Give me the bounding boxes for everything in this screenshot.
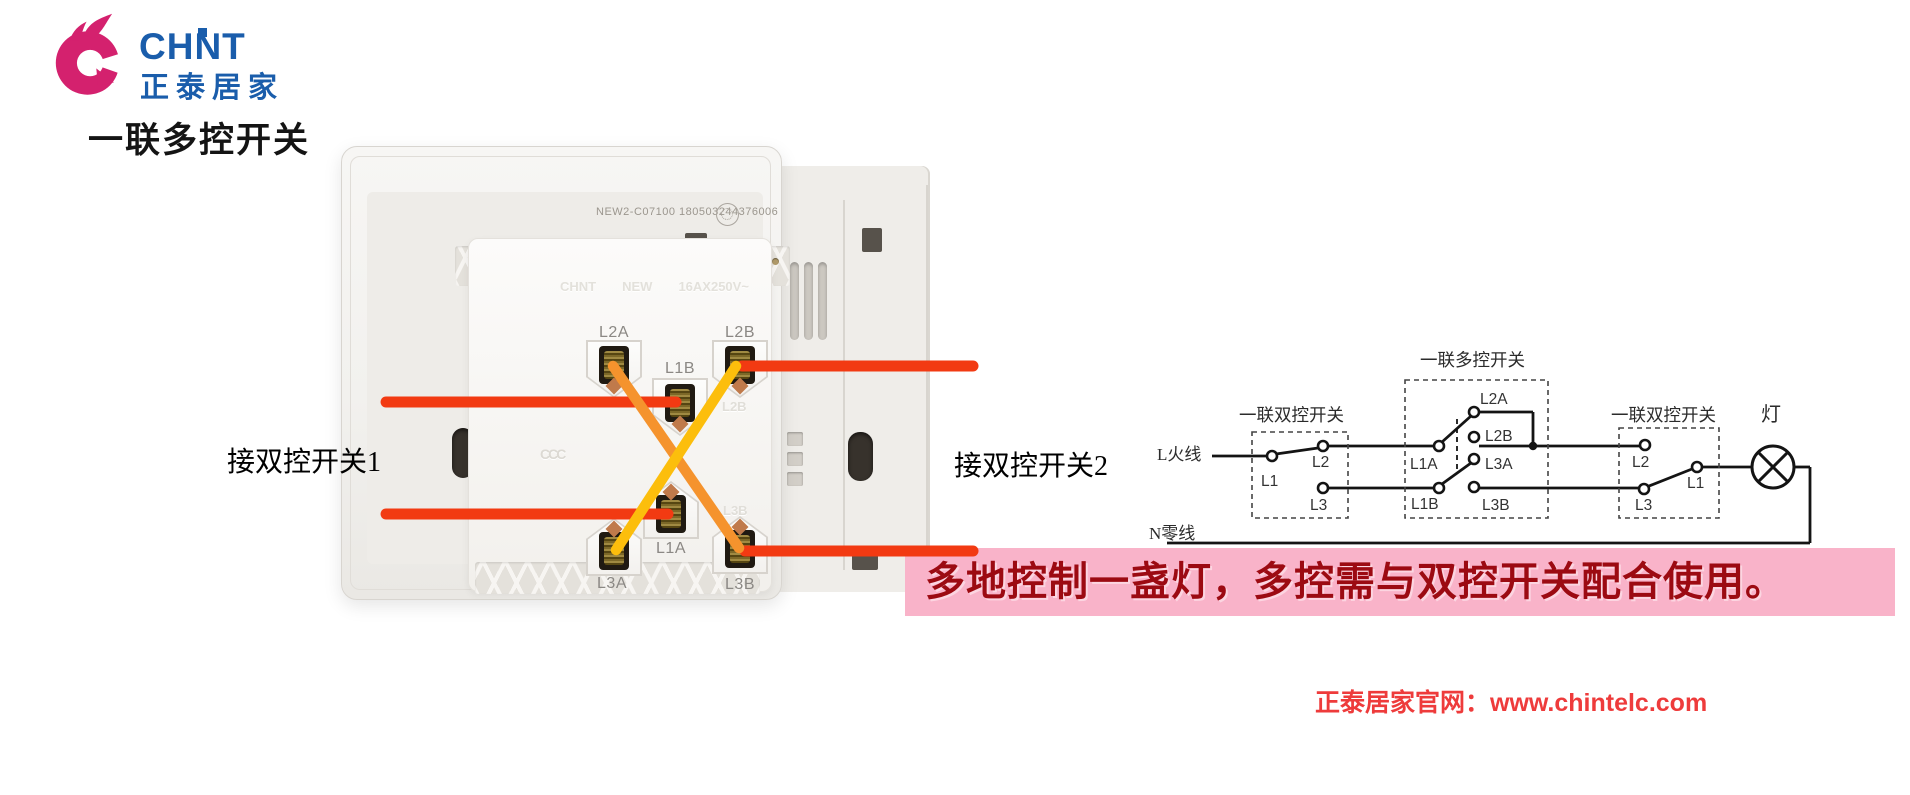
s2-l2-contact [1638,438,1652,452]
terminal-l2b [712,340,768,398]
mounting-bracket-right [770,166,930,592]
terminal-opening [656,495,686,533]
m-l2a-contact [1467,405,1481,419]
s2-l1-contact [1690,460,1704,474]
bracket-seam [843,200,845,570]
emboss-echo-l2b: L2B [722,399,747,414]
terminal-screw [661,500,681,528]
terminal-screw [604,537,624,565]
vent-slot [818,262,827,340]
emboss-brand: CHNT [560,279,597,294]
footer-website: 正泰居家官网：www.chintelc.com [1315,689,1708,717]
terminal-l3b [712,516,768,574]
terminal-opening [599,532,629,570]
emboss-rating-row: CHNT NEW 16AX250V~ [560,279,749,294]
page-title: 一联多控开关 [88,121,311,160]
switch2-title: 一联双控开关 [1611,405,1716,425]
terminal-label-l3b: L3B [725,576,755,593]
terminal-label-l3a: L3A [597,575,627,592]
m-l3a-contact [1467,452,1481,466]
lamp-icon [1750,444,1796,490]
multi-switch-box [1404,379,1549,519]
cutout [787,472,803,486]
terminal-screw [604,351,624,379]
m-l3b-label: L3B [1482,497,1510,514]
cutout [787,452,803,466]
multi-title: 一联多控开关 [1420,350,1525,370]
switch1-title: 一联双控开关 [1239,405,1344,425]
banner-text: 多地控制一盏灯，多控需与双控开关配合使用。 [925,559,1786,604]
vent-slot [804,262,813,340]
m-l2b-label: L2B [1485,428,1513,445]
terminal-label-l1b: L1B [665,360,695,377]
terminal-label-l2b: L2B [725,324,755,341]
terminal-label-l2a: L2A [599,324,629,341]
ccc-mark: CCC [540,446,566,462]
neutral-wire-label: N零线 [1149,524,1195,543]
clip-tab [862,228,882,252]
s2-l2-label: L2 [1632,454,1649,471]
brand-i-dot-icon [198,28,207,37]
m-l3b-contact [1467,480,1481,494]
callout-switch1: 接双控开关1 [227,447,382,478]
cutout [787,432,803,446]
switch-photo: NEW2-C07100 180503244376006 CHNT NEW 16A… [341,146,930,600]
m-l3a-label: L3A [1485,456,1513,473]
s1-l3-label: L3 [1310,497,1327,514]
terminal-l3a [586,518,642,576]
terminal-screw [730,351,750,379]
emboss-rating: 16AX250V~ [678,279,749,294]
m-l2b-contact [1467,430,1481,444]
m-l1a-label: L1A [1410,456,1438,473]
brand-wordmark: CHNT [139,26,246,67]
terminal-label-l1a: L1A [656,540,686,557]
terminal-opening [725,530,755,568]
terminal-l1b [652,378,708,436]
s1-l1-contact [1265,449,1279,463]
m-l1a-contact [1432,439,1446,453]
serial-text: NEW2-C07100 180503244376006 [596,206,779,218]
m-l1b-contact [1432,481,1446,495]
lamp-label: 灯 [1761,403,1781,426]
emboss-new: NEW [622,279,653,294]
bracket-edge-seam [926,185,928,585]
switch1-box [1251,431,1349,519]
s1-l3-contact [1316,481,1330,495]
rivet [772,258,779,265]
m-l1b-label: L1B [1411,496,1439,513]
clip-tab [852,552,878,570]
terminal-screw [730,535,750,563]
terminal-screw [670,389,690,417]
s1-l2-contact [1316,439,1330,453]
terminal-l1a [643,481,699,539]
flame-logo-icon [55,13,135,95]
terminal-l2a [586,340,642,398]
screw-slot-right [848,432,873,481]
switch2-box [1618,427,1720,519]
s1-l2-label: L2 [1312,454,1329,471]
round-stamp-icon [716,203,739,226]
s2-l3-contact [1637,482,1651,496]
junction-node [1528,441,1538,451]
vent-slot [790,262,799,340]
callout-switch2: 接双控开关2 [954,451,1109,482]
s1-l1-label: L1 [1261,473,1278,490]
live-wire-label: L火线 [1157,445,1201,464]
info-banner: 多地控制一盏灯，多控需与双控开关配合使用。 [905,548,1895,616]
brand-cn-name: 正泰居家 [140,72,285,104]
m-l2a-label: L2A [1480,391,1508,408]
s2-l3-label: L3 [1635,497,1652,514]
s2-l1-label: L1 [1687,475,1704,492]
